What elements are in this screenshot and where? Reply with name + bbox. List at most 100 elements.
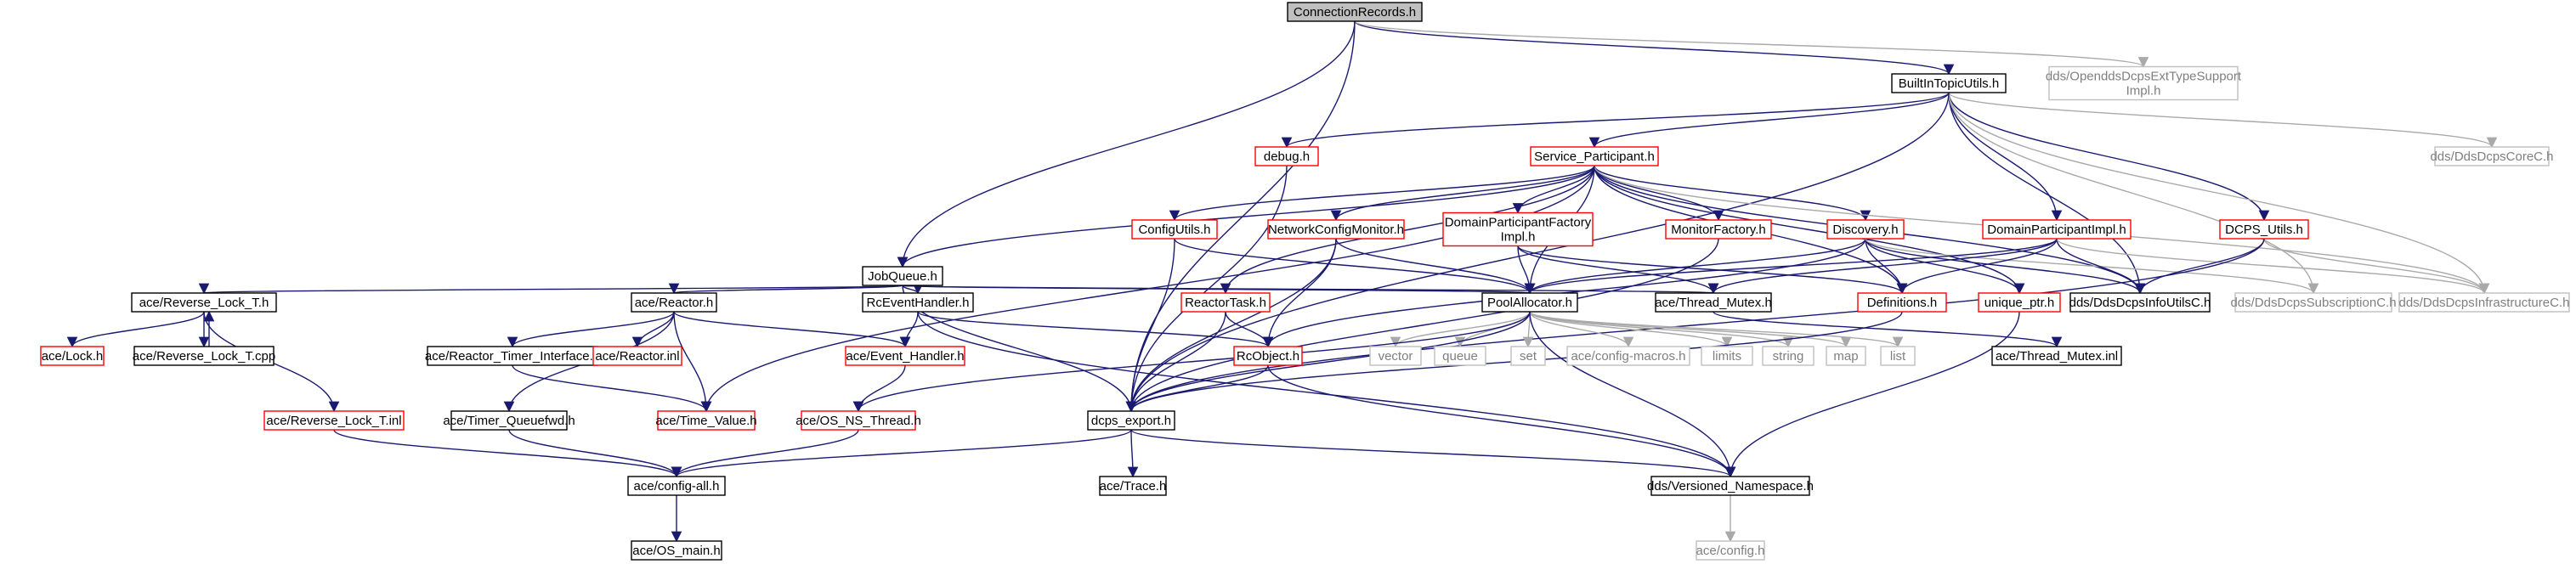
node-dpi[interactable]: DomainParticipantImpl.h (1982, 219, 2132, 240)
node-dcpsu[interactable]: DCPS_Utils.h (2219, 219, 2309, 240)
node-revinl[interactable]: ace/Reverse_Lock_T.inl (263, 410, 405, 431)
node-box (657, 410, 756, 431)
edge-svcp-to-rtask (1220, 165, 1595, 295)
node-box (133, 346, 275, 366)
node-label: BuiltInTopicUtils.h (1899, 76, 1999, 91)
node-label: RcEventHandler.h (867, 296, 970, 310)
node-box (1665, 219, 1772, 240)
node-infra[interactable]: dds/DdsDcpsInfrastructureC.h (2398, 292, 2570, 313)
node-monf[interactable]: MonitorFactory.h (1665, 219, 1772, 240)
node-vector[interactable]: vector (1369, 346, 1422, 366)
node-label: dds/Versioned_Namespace.h (1647, 479, 1814, 494)
edge-dpfi-to-tmutex (1517, 245, 1719, 295)
edge-revinl-to-cfgall (333, 429, 682, 478)
node-jobq[interactable]: JobQueue.h (862, 266, 943, 286)
node-vns[interactable]: dds/Versioned_Namespace.h (1647, 476, 1814, 496)
edge-cfgu-to-dexp (1125, 238, 1175, 413)
node-box (1650, 476, 1810, 496)
node-limits[interactable]: limits (1701, 346, 1753, 366)
node-box (131, 292, 277, 313)
edge-disc-to-uptr (1865, 238, 2025, 295)
node-set[interactable]: set (1510, 346, 1546, 366)
node-map[interactable]: map (1826, 346, 1866, 366)
node-osns[interactable]: ace/OS_NS_Thread.h (795, 410, 921, 431)
node-label: Impl.h (2126, 83, 2161, 98)
node-evh[interactable]: ace/Event_Handler.h (845, 346, 965, 366)
node-rinl[interactable]: ace/Reactor.inl (592, 346, 682, 366)
node-revlock[interactable]: ace/Reverse_Lock_T.h (131, 292, 277, 313)
node-box (1254, 146, 1319, 166)
edge-dcpsu-to-infou (2134, 238, 2265, 295)
node-label: set (1520, 349, 1537, 364)
node-box (862, 292, 974, 313)
edge-bitu-to-dcpsu (1948, 92, 2270, 222)
edge-osns-to-cfgall (671, 429, 859, 478)
node-cfgall[interactable]: ace/config-all.h (627, 476, 726, 496)
node-uptr[interactable]: unique_ptr.h (1978, 292, 2061, 313)
node-lock[interactable]: ace/Lock.h (40, 346, 105, 366)
node-acecfg[interactable]: ace/config.h (1696, 540, 1765, 561)
node-tmutex[interactable]: ace/Thread_Mutex.h (1655, 292, 1772, 313)
node-osmain[interactable]: ace/OS_main.h (631, 540, 722, 561)
node-label: MonitorFactory.h (1671, 223, 1765, 237)
edge-revlock-to-lock (66, 311, 205, 348)
node-revcpp[interactable]: ace/Reverse_Lock_T.cpp (133, 346, 275, 366)
node-tqfwd[interactable]: ace/Timer_Queuefwd.h (443, 410, 575, 431)
node-svcp[interactable]: Service_Participant.h (1530, 146, 1659, 166)
node-box (592, 346, 682, 366)
node-label: DomainParticipantFactory (1445, 215, 1592, 229)
node-rcobj[interactable]: RcObject.h (1233, 346, 1303, 366)
edge-rcobj-to-dexp (1125, 364, 1269, 413)
edge-rti-to-tval (512, 364, 712, 413)
node-label: debug.h (1264, 149, 1310, 164)
edge-bitu-to-debug (1282, 92, 1950, 149)
node-box (2048, 65, 2239, 101)
node-list[interactable]: list (1880, 346, 1916, 366)
node-infou[interactable]: dds/DdsDcpsInfoUtilsC.h (2069, 292, 2211, 313)
node-rceh[interactable]: RcEventHandler.h (862, 292, 974, 313)
node-tminl[interactable]: ace/Thread_Mutex.inl (1991, 346, 2122, 366)
node-box (1180, 292, 1271, 313)
node-box (1826, 219, 1905, 240)
node-defs[interactable]: Definitions.h (1857, 292, 1947, 313)
node-tval[interactable]: ace/Time_Value.h (655, 410, 757, 431)
node-queue[interactable]: queue (1434, 346, 1486, 366)
node-box (1701, 346, 1753, 366)
node-netcfg[interactable]: NetworkConfigMonitor.h (1267, 219, 1405, 240)
node-cfgu[interactable]: ConfigUtils.h (1131, 219, 1218, 240)
node-box (1762, 346, 1815, 366)
node-conn[interactable]: ConnectionRecords.h (1287, 2, 1423, 22)
node-box (1566, 346, 1690, 366)
node-box (627, 476, 726, 496)
node-box (1857, 292, 1947, 313)
node-corec[interactable]: dds/DdsDcpsCoreC.h (2430, 146, 2554, 166)
node-reactor[interactable]: ace/Reactor.h (631, 292, 717, 313)
edge-pool-to-list (1529, 311, 1904, 348)
node-bitu[interactable]: BuiltInTopicUtils.h (1891, 73, 2007, 93)
node-box (1982, 219, 2132, 240)
node-rti[interactable]: ace/Reactor_Timer_Interface.h (425, 346, 600, 366)
node-label: DCPS_Utils.h (2225, 223, 2303, 237)
node-cfgmac[interactable]: ace/config-macros.h (1566, 346, 1690, 366)
node-pool[interactable]: PoolAllocator.h (1481, 292, 1578, 313)
node-dexp[interactable]: dcps_export.h (1087, 410, 1175, 431)
node-box (1696, 540, 1765, 561)
node-disc[interactable]: Discovery.h (1826, 219, 1905, 240)
node-label: limits (1713, 349, 1741, 364)
node-subc[interactable]: dds/DdsDcpsSubscriptionC.h (2230, 292, 2397, 313)
edge-disc-to-pool (1524, 238, 1866, 295)
edge-pool-to-limits (1529, 311, 1733, 348)
node-debug[interactable]: debug.h (1254, 146, 1319, 166)
edge-tmutex-to-tminl (1713, 311, 2063, 348)
node-string[interactable]: string (1762, 346, 1815, 366)
node-label: string (1773, 349, 1804, 364)
node-rtask[interactable]: ReactorTask.h (1180, 292, 1271, 313)
edge-rtask-to-dexp (1125, 311, 1226, 413)
node-label: ace/Event_Handler.h (846, 349, 964, 364)
node-box (450, 410, 568, 431)
node-trace[interactable]: ace/Trace.h (1099, 476, 1167, 496)
node-box (2219, 219, 2309, 240)
